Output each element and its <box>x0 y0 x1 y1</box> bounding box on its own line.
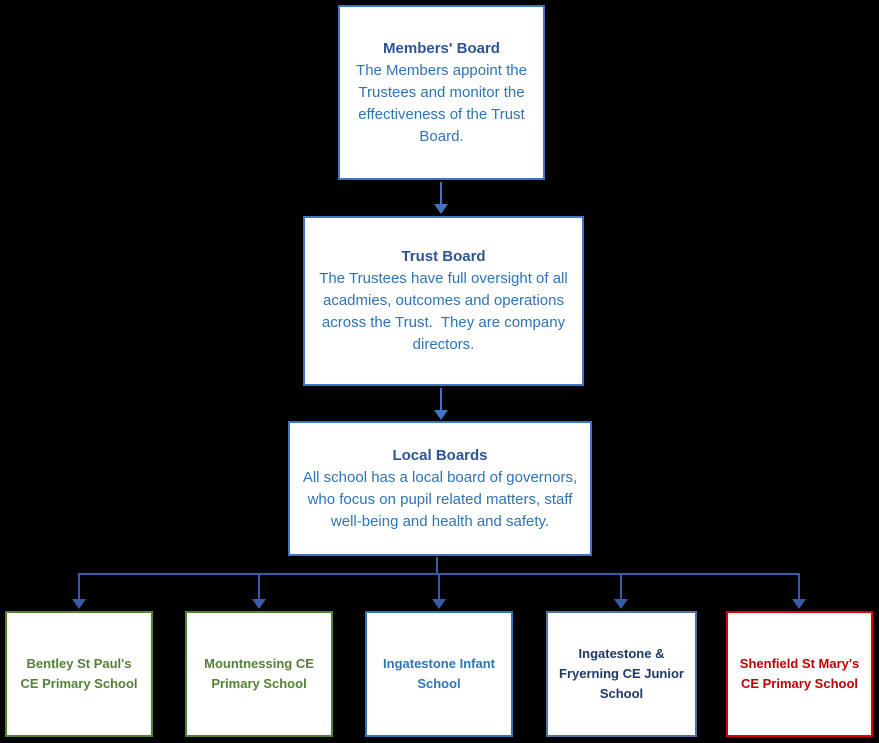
tree-arrowhead-4 <box>614 599 628 609</box>
local-boards-title: Local Boards <box>392 446 488 464</box>
school-name: Mountnessing CE Primary School <box>204 656 314 691</box>
trust-board-description: The Trustees have full oversight of all … <box>319 270 572 353</box>
tree-arrowhead-1 <box>72 599 86 609</box>
members-board-title: Members' Board <box>383 39 500 57</box>
tree-drop-line-1 <box>78 575 80 600</box>
members-board-description: The Members appoint the Trustees and mon… <box>356 61 531 145</box>
school-box-ingatestone-fryerning-junior: Ingatestone & Fryerning CE Junior School <box>546 611 697 737</box>
tree-horizontal-line <box>78 573 800 575</box>
arrow-members-to-trust-head <box>434 204 448 214</box>
school-name: Ingatestone Infant School <box>383 656 495 691</box>
school-name: Bentley St Paul's CE Primary School <box>20 656 138 691</box>
tree-drop-line-3 <box>438 575 440 600</box>
school-box-bentley-st-pauls: Bentley St Paul's CE Primary School <box>5 611 153 737</box>
arrow-members-to-trust-line <box>440 182 442 205</box>
school-box-mountnessing: Mountnessing CE Primary School <box>185 611 333 737</box>
trust-board-title: Trust Board <box>401 248 486 265</box>
school-name: Ingatestone & Fryerning CE Junior School <box>559 646 684 701</box>
arrow-trust-to-local-line <box>440 388 442 411</box>
tree-drop-line-4 <box>620 575 622 600</box>
trust-board-box: Trust Board The Trustees have full overs… <box>303 216 584 386</box>
tree-drop-line-2 <box>258 575 260 600</box>
school-box-ingatestone-infant: Ingatestone Infant School <box>365 611 513 737</box>
school-box-shenfield-st-marys: Shenfield St Mary's CE Primary School <box>726 611 873 737</box>
local-boards-box: Local Boards All school has a local boar… <box>288 421 592 556</box>
school-name: Shenfield St Mary's CE Primary School <box>739 656 860 691</box>
arrow-trust-to-local-head <box>434 410 448 420</box>
local-boards-description: All school has a local board of governor… <box>302 468 582 530</box>
tree-arrowhead-5 <box>792 599 806 609</box>
tree-arrowhead-3 <box>432 599 446 609</box>
tree-drop-line-5 <box>798 575 800 600</box>
tree-stem-line <box>436 557 438 574</box>
tree-arrowhead-2 <box>252 599 266 609</box>
members-board-box: Members' Board The Members appoint the T… <box>338 5 545 180</box>
